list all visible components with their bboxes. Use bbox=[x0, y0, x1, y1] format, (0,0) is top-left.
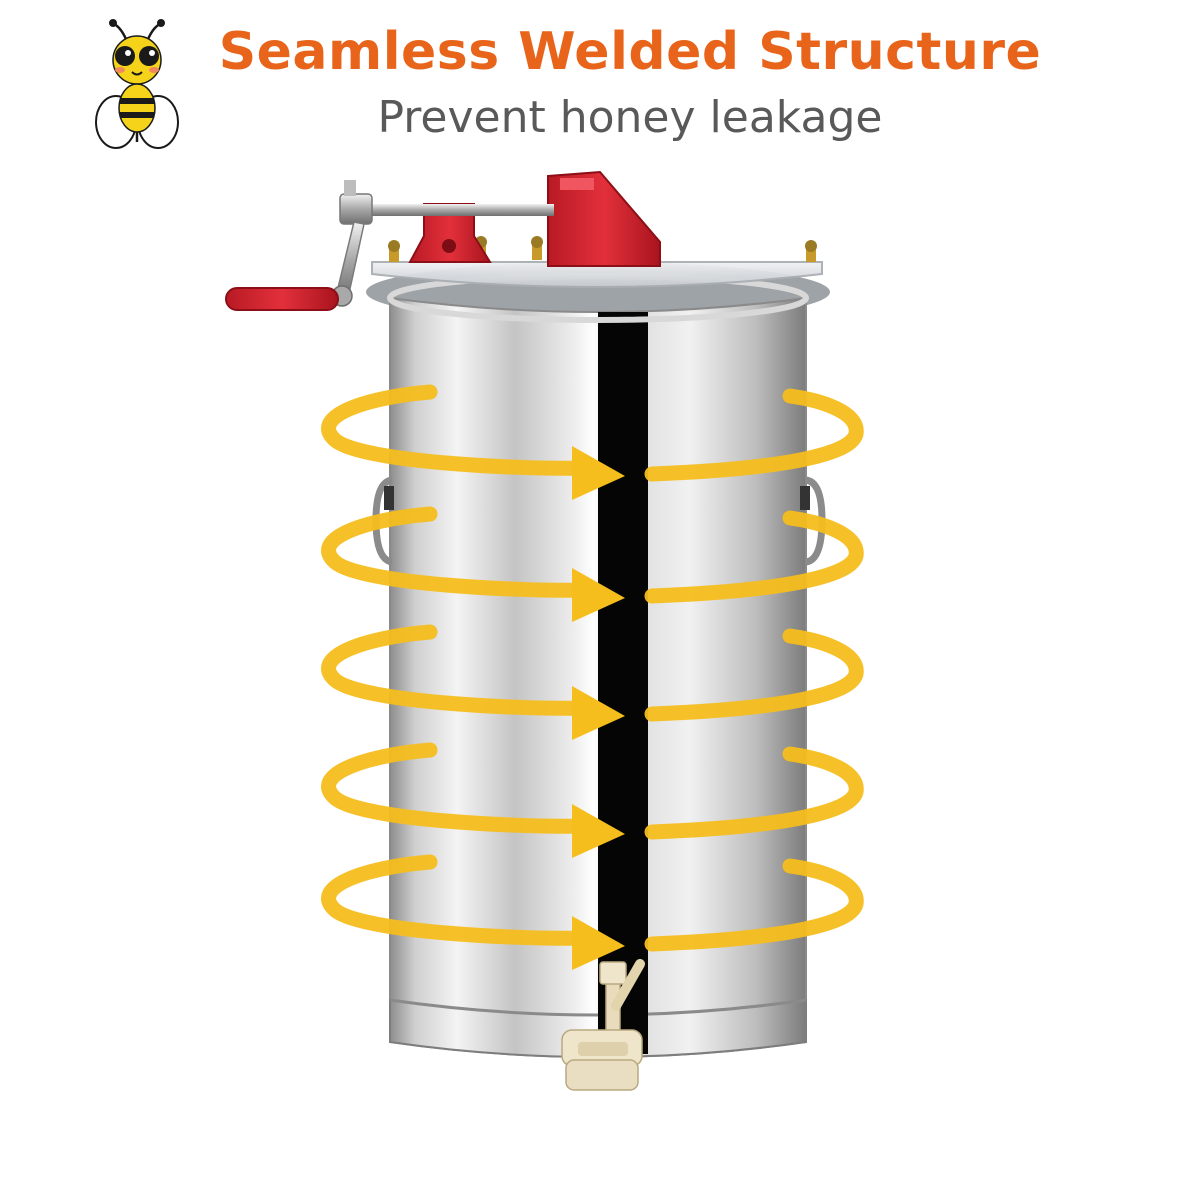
crank-shaft bbox=[342, 204, 554, 216]
welded-seam bbox=[598, 312, 648, 1054]
bee-icon bbox=[95, 19, 179, 149]
crank-handle bbox=[225, 287, 339, 311]
gearbox bbox=[547, 170, 661, 267]
subheadline: Prevent honey leakage bbox=[377, 92, 883, 143]
honey-gate-valve bbox=[561, 959, 645, 1091]
clear-lid bbox=[371, 261, 823, 288]
headline: Seamless Welded Structure bbox=[218, 22, 1042, 82]
